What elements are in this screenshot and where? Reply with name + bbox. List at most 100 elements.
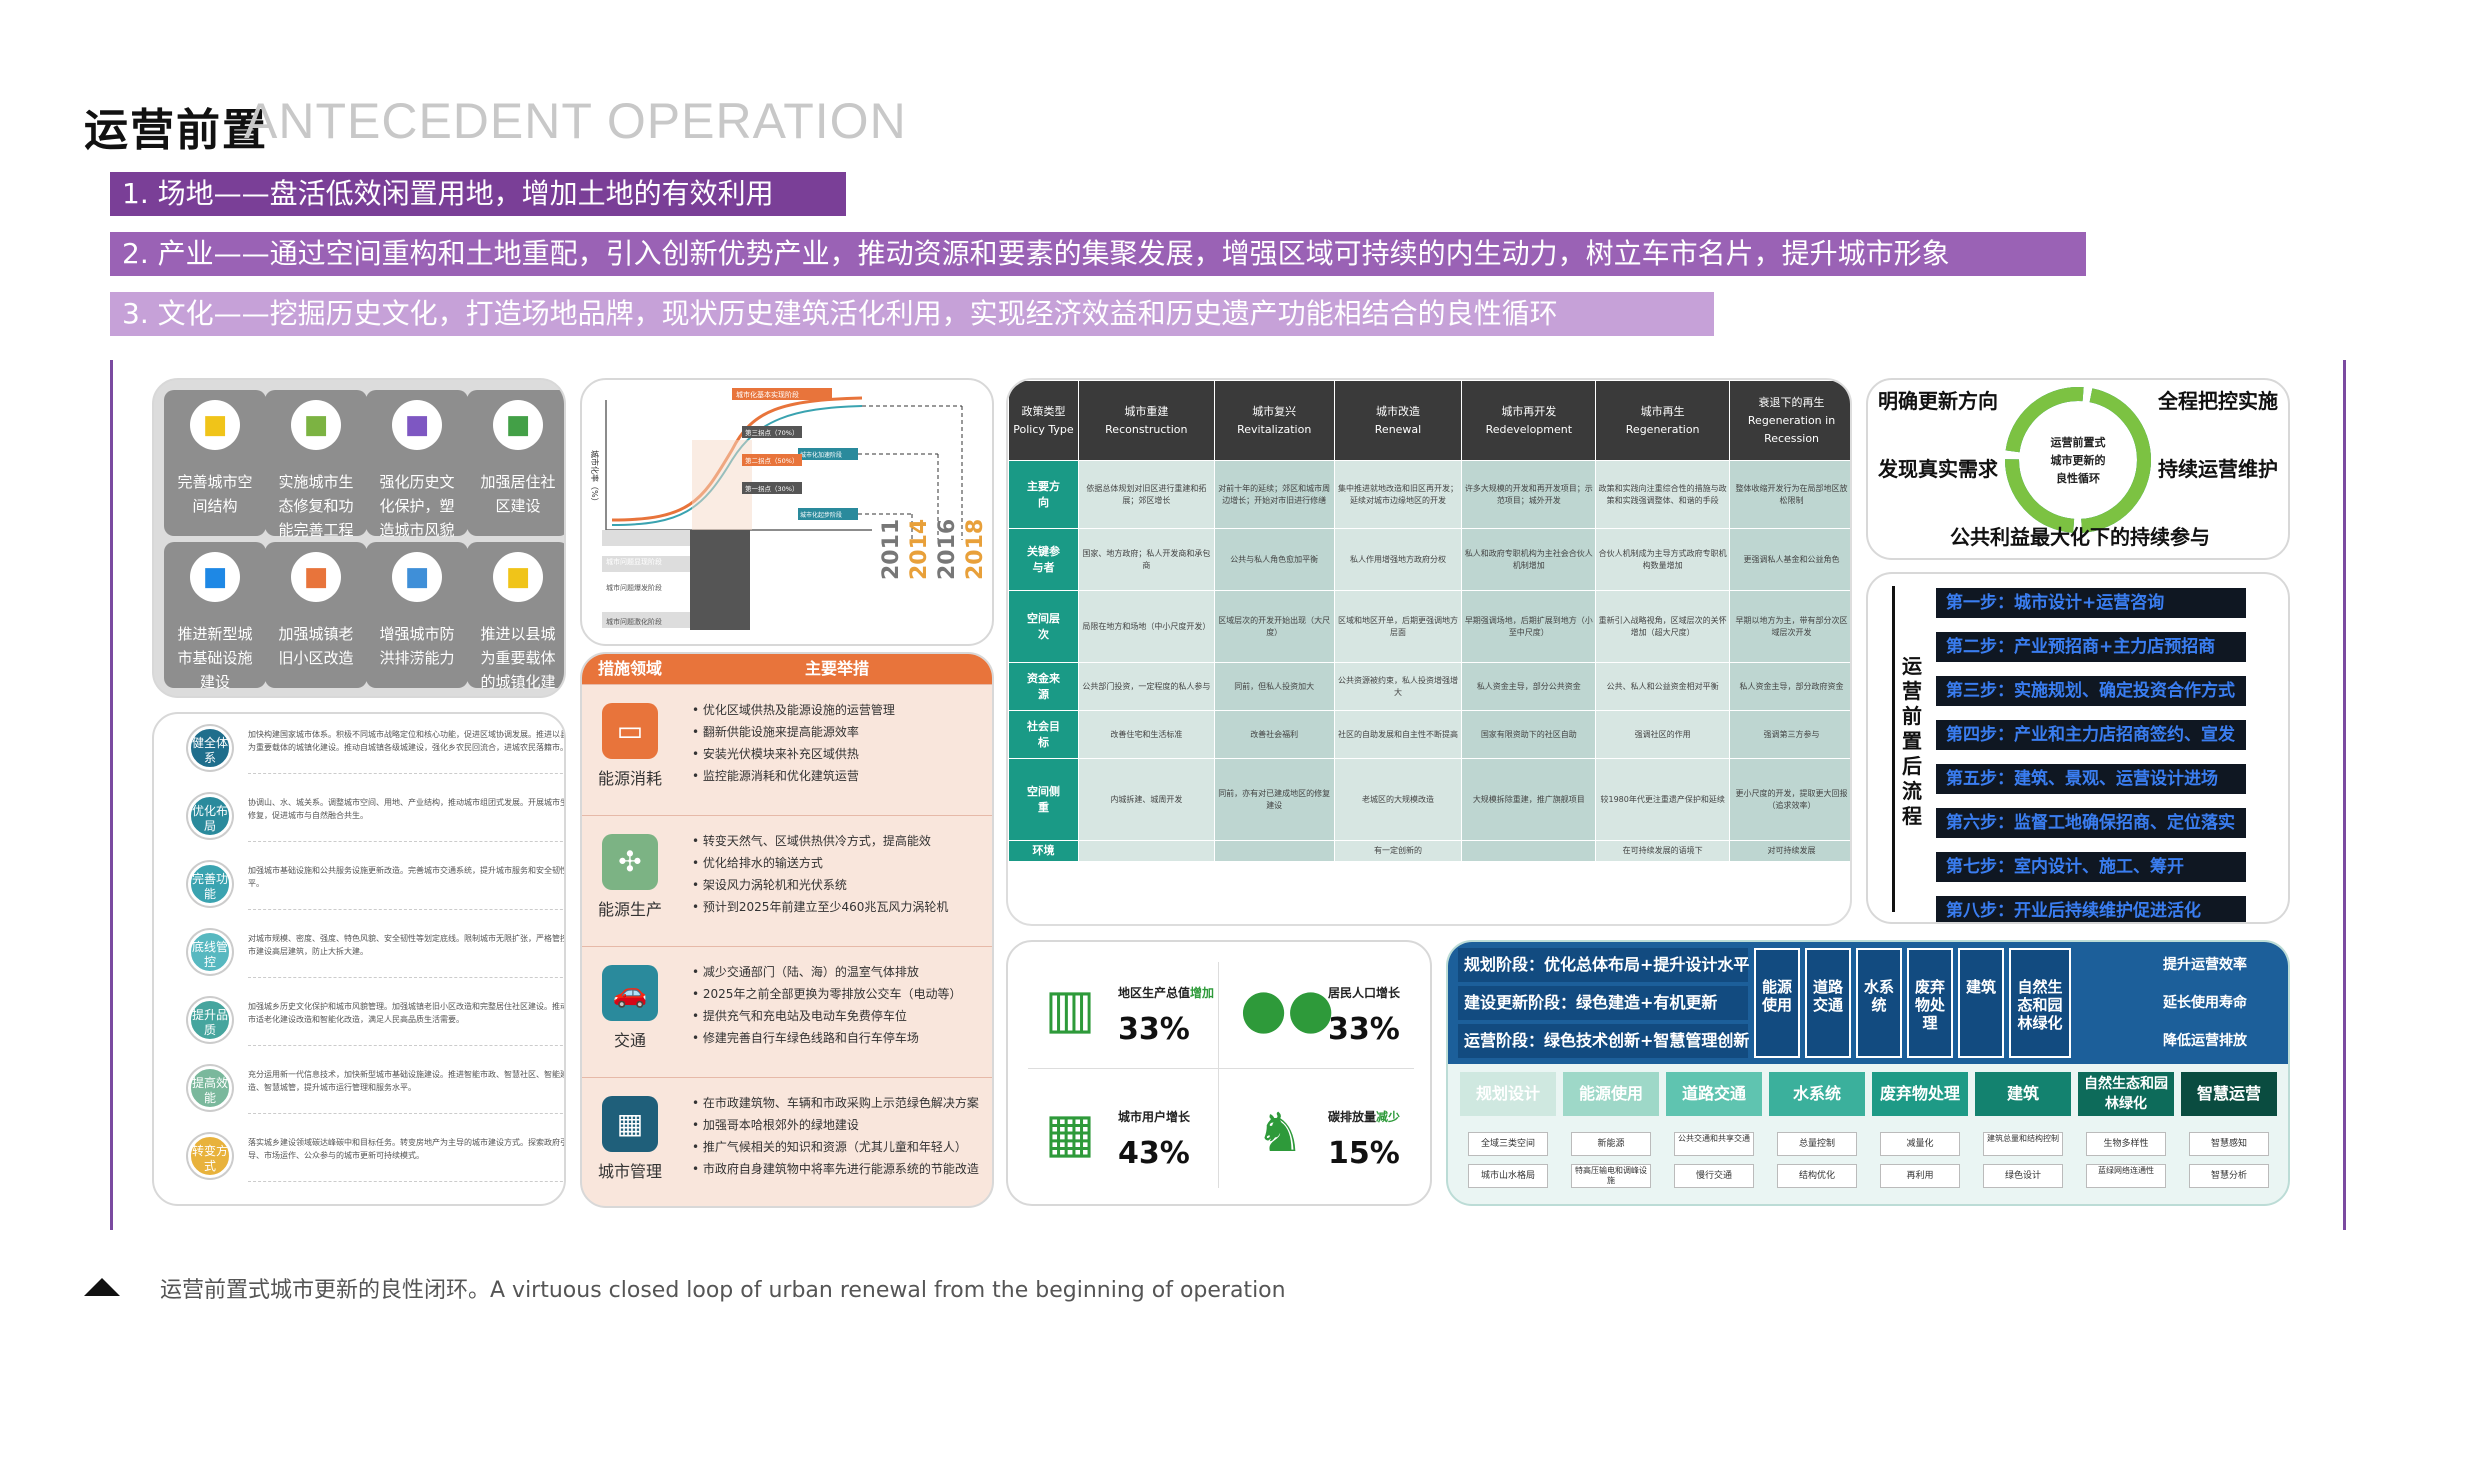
measure-item: 加强哥本哈根郊外的绿地建设 — [692, 1114, 992, 1136]
tree-icon: ■ — [291, 400, 341, 450]
stat-value: 15% — [1328, 1136, 1400, 1171]
task-row: 提升品质加强城乡历史文化保护和城市风貌管理。加强城镇老旧小区改造和完整居住社区建… — [188, 998, 564, 1048]
task-tile-label: 增强城市防洪排涝能力 — [379, 625, 455, 667]
task-tile-label: 推进新型城市基础设施建设 — [177, 625, 253, 691]
policy-row-label: 空间层次 — [1008, 590, 1079, 663]
stage-category: 智慧运营 — [2181, 1072, 2277, 1116]
policy-cell: 区域层次的开发开始出现（大尺度） — [1213, 590, 1335, 663]
measure-row: ✣能源生产转变天然气、区域供热供冷方式，提高能效优化给排水的输送方式架设风力涡轮… — [582, 815, 992, 946]
stage-column: 自然生态和园林绿化 — [2009, 948, 2071, 1058]
measure-item: 安装光伏模块来补充区域供热 — [692, 743, 992, 765]
urbanization-curve-panel: 城市化率（%） 城市化基本实现阶段 城市化加速阶段 城市化起步阶段 第三拐点（7… — [580, 378, 994, 646]
task-tile: ■实施城市生态修复和功能完善工程 — [265, 390, 367, 539]
policy-cell: 同前，亦有对已建成地区的修复建设 — [1213, 758, 1335, 841]
policy-row: 空间侧重内城拆建、城周开发同前，亦有对已建成地区的修复建设老城区的大规模改造大规… — [1008, 758, 1850, 841]
policy-cell: 私人资金主导，部分政府资金 — [1729, 662, 1850, 711]
task-tile-label: 推进以县城为重要载体的城镇化建设 — [480, 625, 556, 691]
stage-subitem: 建筑总量和结构控制 — [1983, 1132, 2063, 1156]
policy-header-en: Reconstruction — [1105, 422, 1188, 436]
measure-row: ▦ 城市管理 在市政建筑物、车辆和市政采购上示范绿色解决方案加强哥本哈根郊外的绿地建… — [582, 1077, 992, 1206]
inflection-3: 第三拐点（70%） — [745, 428, 798, 437]
policy-cell: 早期以地方为主，带有部分次区域层次开发 — [1729, 590, 1850, 663]
policy-cell: 许多大规模的开发和再开发项目；示范项目；城外开发 — [1461, 460, 1597, 529]
policy-header-cn: 城市复兴 — [1252, 404, 1297, 418]
task-tile: ■增强城市防洪排涝能力 — [366, 542, 468, 688]
year-2014: 2014 — [907, 519, 932, 580]
renewal-tasks-panel: 健全体系加快构建国家城市体系。积极不同城市战略定位和核心功能，促进区域协调发展。… — [152, 712, 566, 1206]
measures-panel: 措施领域 主要举措 ▭能源消耗优化区域供热及能源设施的运营管理翻新供能设施来提高… — [580, 652, 994, 1208]
measure-title: 能源消耗 — [597, 769, 662, 788]
stage-category: 能源使用 — [1563, 1072, 1659, 1116]
task-tile: ■加强居住社区建设 — [467, 390, 564, 536]
policy-cell: 更强调私人基金和公益角色 — [1729, 528, 1850, 591]
stage-category: 废弃物处理 — [1872, 1072, 1968, 1116]
goal-bar-culture: 3. 文化——挖掘历史文化，打造场地品牌，现状历史建筑活化利用，实现经济效益和历… — [110, 292, 1714, 336]
task-row: 完善功能加强城市基础设施和公共服务设施更新改造。完善城市交通系统，提升城市服务和… — [188, 862, 564, 912]
policy-row-label: 空间侧重 — [1008, 758, 1079, 841]
task-tile-label: 加强居住社区建设 — [480, 473, 556, 515]
battery-icon: ▭ — [602, 703, 658, 759]
stage-subitem: 蓝绿网络连通性 — [2086, 1164, 2166, 1188]
measure-item: 推广气候相关的知识和资源（尤其儿童和年轻人） — [692, 1136, 992, 1158]
policy-header-en: Revitalization — [1237, 422, 1312, 436]
curve-ylabel: 城市化率（%） — [590, 450, 600, 506]
measure-item: 优化区域供热及能源设施的运营管理 — [692, 699, 992, 721]
measure-title: 城市管理 — [597, 1162, 662, 1181]
measure-field: ▦ 城市管理 — [582, 1078, 678, 1206]
lifecycle-stages-panel: 规划阶段：优化总体布局+提升设计水平建设更新阶段：绿色建造+有机更新运营阶段：绿… — [1446, 940, 2290, 1206]
measure-items: 减少交通部门（陆、海）的温室气体排放2025年之前全部更换为零排放公交车（电动等… — [692, 961, 992, 1049]
policy-row-label: 社会目标 — [1008, 710, 1079, 759]
policy-cell: 强调社区的作用 — [1595, 710, 1731, 759]
measure-items: 在市政建筑物、车辆和市政采购上示范绿色解决方案加强哥本哈根郊外的绿地建设推广气候… — [692, 1092, 992, 1180]
cycle-diagram: 运营前置式 城市更新的 良性循环 明确更新方向 全程把控实施 发现真实需求 持续… — [1877, 387, 2278, 549]
stage-subitem: 生物多样性 — [2086, 1132, 2166, 1156]
stage-goal: 提升运营效率 — [2163, 957, 2247, 973]
cycle-center-3: 良性循环 — [2056, 471, 2100, 485]
policy-header-en: Regeneration in Recession — [1747, 413, 1836, 445]
process-vertical-title: 运营前置后流程 — [1902, 654, 1922, 828]
home-icon: ■ — [291, 552, 341, 602]
windmill-icon: ✣ — [602, 834, 658, 890]
stage-subitem: 全域三类空间 — [1468, 1132, 1548, 1156]
task-tag: 底线管控 — [188, 930, 232, 974]
stage-subitem: 智慧分析 — [2189, 1164, 2269, 1188]
policy-header-cn: 衰退下的再生 — [1758, 395, 1825, 409]
year-2018: 2018 — [963, 519, 988, 580]
policy-row: 资金来源公共部门投资，一定程度的私人参与同前，但私人投资加大公共资源被约束，私人… — [1008, 662, 1850, 711]
measure-item: 市政府自身建筑物中将率先进行能源系统的节能改造 — [692, 1158, 992, 1180]
policy-cell: 内城拆建、城周开发 — [1077, 758, 1215, 841]
policy-header-cn: 政策类型 — [1021, 404, 1066, 418]
policy-cell: 更小尺度的开发，提取更大回报（追求效率） — [1729, 758, 1850, 841]
measure-item: 优化给排水的输送方式 — [692, 852, 992, 874]
note-3: 城市问题激化阶段 — [606, 617, 662, 626]
policy-cell: 局限在地方和场地（中小尺度开发） — [1077, 590, 1215, 663]
office-icon: ▦ — [602, 1096, 658, 1152]
measure-title: 能源生产 — [597, 900, 662, 919]
stage-column: 建筑 — [1958, 948, 2004, 1058]
process-steps-panel: 运营前置后流程 第一步：城市设计+运营咨询第二步：产业预招商+主力店预招商第三步… — [1866, 572, 2290, 924]
stat-emphasis: 增加 — [1190, 986, 1215, 1000]
measure-field: ▭ 能源消耗 — [582, 685, 678, 815]
task-row: 提高效能充分运用新一代信息技术，加快新型城市基础设施建设。推进智能市政、智慧社区… — [188, 1066, 564, 1116]
policy-cell: 集中推进就地改造和旧区再开发；延续对城市边缘地区的开发 — [1333, 460, 1463, 529]
urbanization-curve-chart: 城市化率（%） 城市化基本实现阶段 城市化加速阶段 城市化起步阶段 第三拐点（7… — [590, 388, 988, 630]
people-icon: ●● — [1240, 977, 1335, 1040]
house-icon: ■ — [190, 400, 240, 450]
task-tile: ■完善城市空间结构 — [164, 390, 266, 536]
stage-label-1: 城市化基本实现阶段 — [736, 390, 799, 399]
policy-cell: 较1980年代更注重遗产保护和延续 — [1595, 758, 1731, 841]
goal-bar-site: 1. 场地——盘活低效闲置用地，增加土地的有效利用 — [110, 172, 846, 216]
stat-value: 33% — [1328, 1012, 1400, 1047]
policy-cell: 私人作用增强地方政府分权 — [1333, 528, 1463, 591]
virtuous-cycle-panel: 运营前置式 城市更新的 良性循环 明确更新方向 全程把控实施 发现真实需求 持续… — [1866, 378, 2290, 560]
stage-subitem: 智慧感知 — [2189, 1132, 2269, 1156]
process-step: 第二步：产业预招商+主力店预招商 — [1936, 632, 2246, 662]
